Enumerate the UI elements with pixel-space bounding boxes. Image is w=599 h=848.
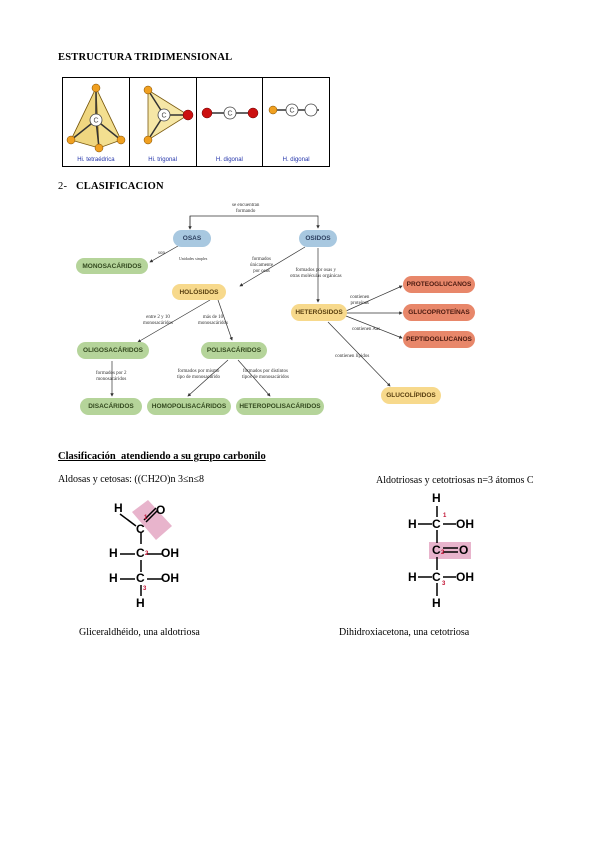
atom-h: H <box>136 596 145 610</box>
panel-digonal-1: C H. digonal <box>197 78 264 166</box>
atom-label: C <box>290 108 295 115</box>
carbon-number: 1 <box>144 515 148 521</box>
label-osas-note: Unidades simples <box>179 256 208 261</box>
label-contienen-lipidos: contienen lípidos <box>335 354 370 359</box>
atom-oh: OH <box>161 571 179 585</box>
caption-dihidroxiacetona: Dihidroxiacetona, una cetotriosa <box>339 627 470 638</box>
carbon-number: 3 <box>143 586 147 592</box>
atom-oh: OH <box>161 546 179 560</box>
atom-h: H <box>114 501 123 515</box>
text-aldosas-cetosas: Aldosas y cetosas: ((CH2O)n 3≤n≤8 <box>58 474 204 485</box>
atom-c: C <box>136 522 145 536</box>
label-formados-por-osas: formados por osas y otras moléculas orgá… <box>290 268 342 279</box>
label-contienen-aas: contienen Aas <box>352 327 381 332</box>
node-osidos: OSIDOS <box>299 230 337 247</box>
hybridization-panel: C Hi. tetraédrica C Hi. trigonal C H. di… <box>62 77 330 167</box>
section-title-estructura: ESTRUCTURA TRIDIMENSIONAL <box>58 52 233 63</box>
panel-caption: Hi. trigonal <box>148 157 177 163</box>
node-disacaridos: DISACÁRIDOS <box>80 398 142 415</box>
atom-label: C <box>161 113 166 120</box>
node-osas: OSAS <box>173 230 211 247</box>
atom-h: H <box>432 491 441 505</box>
node-heteropolisacaridos: HETEROPOLISACÁRIDOS <box>236 398 324 415</box>
panel-digonal-2: C H. digonal <box>263 78 329 166</box>
atom-h: H <box>408 570 417 584</box>
section-title-clasificacion: CLASIFICACION <box>76 181 164 192</box>
atom-h: H <box>109 571 118 585</box>
label-formados-distintos: formados por distintos tipos de monosacá… <box>242 369 289 380</box>
panel-caption: Hi. tetraédrica <box>77 157 115 163</box>
atom-o: O <box>156 503 166 517</box>
label-formados-mismo: formados por mismo tipo de monosacárido <box>177 369 221 380</box>
node-proteoglucanos: PROTEOGLUCANOS <box>403 276 475 293</box>
tetrahedral-icon: C <box>66 83 126 153</box>
carbon-number: 2 <box>441 550 445 556</box>
atom-h: H <box>408 517 417 531</box>
label-son: son <box>158 251 165 256</box>
node-oligosacaridos: OLIGOSACÁRIDOS <box>77 342 149 359</box>
atom-label: C <box>93 118 98 125</box>
node-glucolipidos: GLUCOLÍPIDOS <box>381 387 441 404</box>
label-se-encuentran: se encuentran formando <box>232 203 260 214</box>
atom-label: C <box>227 111 232 118</box>
node-monosacaridos: MONOSACÁRIDOS <box>76 258 148 274</box>
atom-c: C <box>432 517 441 531</box>
atom-h: H <box>109 546 118 560</box>
dihydroxyacetone-structure <box>418 506 471 596</box>
carbon-number: 2 <box>145 551 149 557</box>
atom-c: C <box>136 571 145 585</box>
label-entre-2-y-10: entre 2 y 10 monosacáridos <box>143 315 173 326</box>
atom-c: C <box>432 570 441 584</box>
node-glucoproteinas: GLUCOPROTEÍNAS <box>403 304 475 321</box>
node-heterosidos: HETERÓSIDOS <box>291 304 347 321</box>
label-formados-unicamente: formados únicamente por osas <box>250 257 274 274</box>
panel-caption: H. digonal <box>282 157 310 163</box>
atom-c: C <box>136 546 145 560</box>
digonal-icon: C <box>269 103 320 117</box>
atom-oh: OH <box>456 517 474 531</box>
label-mas-de-10: más de 10 monosacáridos <box>198 315 228 326</box>
section-number: 2- <box>58 181 68 192</box>
node-peptidoglucanos: PEPTIDOGLUCANOS <box>403 331 475 348</box>
atom-h: H <box>432 596 441 610</box>
carbon-number: 3 <box>442 581 446 587</box>
panel-trigonal: C Hi. trigonal <box>130 78 197 166</box>
atom-c: C <box>432 543 441 557</box>
carbon-number: 1 <box>443 513 447 519</box>
label-formados-por-2: formados por 2 monosacáridos <box>96 371 127 382</box>
glyceraldehyde-structure <box>119 500 172 596</box>
text-aldotriosas: Aldotriosas y cetotriosas n=3 átomos C <box>376 475 534 486</box>
section-title-carbonilo: Clasificación atendiendo a su grupo carb… <box>58 451 266 462</box>
caption-gliceraldehido: Gliceraldhéido, una aldotriosa <box>79 627 200 638</box>
label-contienen-proteinas: contienen proteínas <box>350 295 370 306</box>
atom-oh: OH <box>456 570 474 584</box>
node-homopolisacaridos: HOMOPOLISACÁRIDOS <box>147 398 231 415</box>
panel-tetrahedral: C Hi. tetraédrica <box>63 78 130 166</box>
atom-o: O <box>459 543 469 557</box>
node-polisacaridos: POLISACÁRIDOS <box>201 342 267 359</box>
panel-caption: H. digonal <box>215 157 243 163</box>
node-holosidos: HOLÓSIDOS <box>172 284 226 300</box>
trigonal-icon: C <box>143 85 193 145</box>
digonal-icon: C <box>201 106 258 120</box>
